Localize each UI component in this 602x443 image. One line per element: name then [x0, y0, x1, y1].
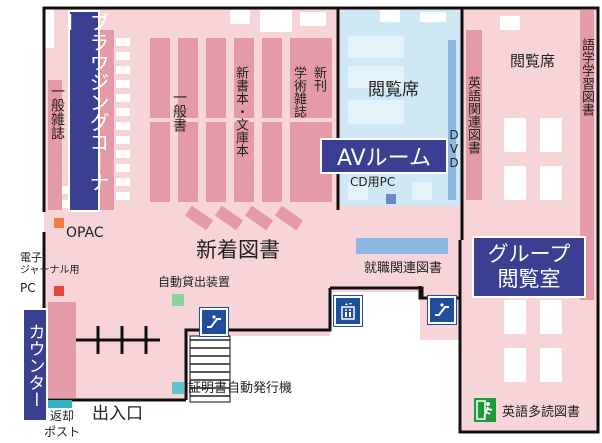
- english-extensive-label: 英語多読図書: [502, 405, 581, 420]
- certificate-machine-label: 証明書自動発行機: [188, 381, 293, 396]
- counter-label: カウンター: [24, 322, 45, 408]
- counter-banner: カウンター: [24, 310, 46, 420]
- academic-magazines-label: 学術雑誌: [291, 66, 306, 118]
- shelf-english-related: [466, 30, 482, 200]
- certificate-machine-icon: [172, 382, 184, 394]
- new-arrivals-label: 新着図書: [196, 238, 280, 262]
- entrance-label: 出入口: [92, 404, 143, 424]
- av-room-banner: AVルーム: [322, 140, 446, 172]
- shelf-academic: [262, 38, 282, 118]
- av-room-label: AVルーム: [336, 146, 432, 171]
- dvd-label: DVD: [447, 128, 461, 170]
- stairs: [189, 335, 231, 403]
- auto-lending-label: 自動貸出装置: [158, 275, 231, 289]
- group-reading-line2: 閲覧室: [497, 267, 561, 291]
- browsing-corner-label: ブラウジングコーナー: [57, 12, 110, 192]
- browsing-rack: [116, 38, 130, 46]
- shelf-employment: [356, 238, 448, 254]
- return-post-box: [48, 400, 72, 408]
- journal-pc: [54, 286, 64, 296]
- electronic-line2: ジャーナル用: [20, 265, 80, 276]
- general-magazines-label: 一般雑誌: [49, 84, 65, 140]
- language-learning-label: 語学学習図書: [579, 38, 594, 116]
- employment-books-label: 就職関連図書: [364, 261, 443, 276]
- electronic-line3: PC: [20, 281, 36, 295]
- return-post-line1: 返却: [50, 409, 75, 423]
- opac-terminal: [54, 218, 64, 228]
- lending-machine: [172, 294, 184, 306]
- elevator-icon: [334, 296, 362, 326]
- new-issues-label: 新刊: [311, 66, 326, 92]
- shelf-new-issues: [310, 38, 332, 118]
- return-post-line2: ポスト: [44, 425, 81, 439]
- shelf-general-books: [150, 38, 170, 118]
- cd-pc-label: CD用PC: [350, 175, 396, 189]
- electronic-line1: 電子: [20, 251, 42, 264]
- right-reading-seats-label: 閲覧席: [510, 52, 556, 70]
- counter-desk: [48, 302, 76, 398]
- shelf-new-books: [206, 38, 226, 118]
- escalator-icon: [200, 308, 228, 336]
- general-books-label: 一般書: [171, 90, 187, 132]
- escalator-icon-right: [428, 296, 456, 324]
- shelf-general-magazines: [48, 80, 62, 210]
- emergency-exit-icon: [474, 398, 496, 422]
- cd-pc-terminal: [386, 194, 396, 204]
- group-reading-room-banner: グループ 閲覧室: [474, 238, 584, 296]
- av-reading-seats-label: 閲覧席: [368, 80, 419, 100]
- reading-table: [504, 118, 526, 152]
- group-reading-line1: グループ: [487, 241, 571, 266]
- english-related-label: 英語関連図書: [465, 76, 480, 154]
- new-books-paperbacks-label: 新書本・文庫本: [233, 66, 248, 157]
- browsing-corner-banner: ブラウジングコーナー: [57, 12, 110, 210]
- opac-label: OPAC: [66, 225, 104, 241]
- shelf-dvd: [448, 40, 456, 200]
